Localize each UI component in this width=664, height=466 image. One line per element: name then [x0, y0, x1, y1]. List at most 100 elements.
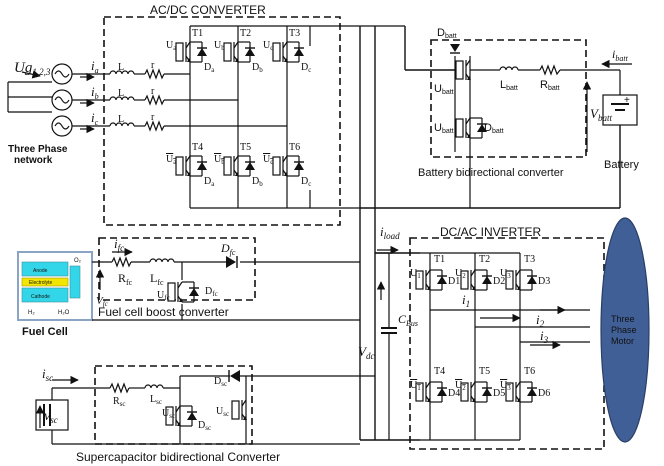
fc-resistor: [111, 256, 132, 268]
sc-right-switch-label: Usc: [216, 406, 229, 418]
battery-resistor-label: Rbatt: [540, 79, 560, 92]
acdc-switch-label-T6: T6: [289, 142, 300, 153]
inverter-gate-upper-3: U3: [500, 268, 511, 280]
battery-converter-block-outline: [430, 39, 587, 158]
grid-source-b: [51, 89, 73, 111]
fuel-cell-outlet-h2o: H₂O: [58, 310, 70, 316]
acdc-switch-T3: [272, 41, 304, 63]
inductor-label-b: L: [118, 88, 124, 99]
sc-inductor: [144, 384, 164, 389]
battery-inductor: [499, 66, 519, 71]
acdc-switch-label-T3: T3: [289, 28, 300, 39]
acdc-diode-T3: Dc: [301, 62, 311, 74]
supercapacitor: [35, 399, 69, 431]
battery-inductor-label: Lbatt: [500, 79, 518, 92]
acdc-gate-T6: Uc: [263, 154, 273, 166]
sc-top-diode: [228, 370, 240, 382]
fuel-cell-inlet-h2: H₂: [28, 310, 35, 316]
dc-bus-capacitor: [375, 252, 397, 440]
grid-source-c: [51, 115, 73, 137]
inverter-current-2: i2: [536, 312, 545, 329]
acdc-gate-T5: Ub: [214, 154, 225, 166]
sc-left-switch: [165, 405, 197, 427]
dc-voltage-label: Vdc: [358, 344, 374, 361]
acdc-switch-label-T4: T4: [192, 142, 203, 153]
inverter-gate-lower-2: U2: [455, 380, 466, 392]
acdc-gate-T3: Uc: [263, 40, 273, 52]
three-phase-network-label-2: network: [14, 155, 53, 166]
battery-cell: +: [602, 94, 638, 126]
inverter-gate-lower-3: U3: [500, 380, 511, 392]
svg-text:+: +: [624, 95, 630, 106]
motor-label-2: Phase: [611, 325, 637, 335]
current-ib: ib: [91, 84, 99, 101]
current-ic: ic: [91, 110, 99, 127]
resistor-ra: [144, 68, 165, 80]
inverter-switch-T2: [460, 269, 492, 291]
inverter-current-3: i3: [540, 328, 549, 345]
acdc-diode-T4: Da: [204, 176, 215, 188]
acdc-gate-T2: Ub: [214, 40, 225, 52]
sc-voltage-label: vsc: [44, 409, 58, 425]
fc-voltage-label: Vfc: [96, 295, 109, 308]
battery-voltage-label: Vbatt: [590, 106, 612, 123]
battery-title: Battery: [604, 159, 639, 171]
motor-label-3: Motor: [611, 336, 634, 346]
inverter-gate-lower-1: U1: [410, 380, 421, 392]
battery-diode-bottom: Dbatt: [484, 122, 504, 135]
fuel-cell-graphic: Anode Electrolyte Cathode H₂ H₂O O₂: [17, 251, 93, 321]
current-ia: ia: [91, 58, 99, 75]
inductor-label-c: L: [118, 114, 124, 125]
three-phase-motor: [600, 217, 650, 443]
battery-switch-bottom: Ubatt: [434, 122, 454, 135]
inverter-diode-upper-3: D3: [538, 276, 550, 287]
inverter-switch-T6: [505, 381, 537, 403]
fuel-cell-inlet-o2: O₂: [74, 258, 82, 264]
acdc-switch-T5: [223, 155, 255, 177]
inverter-current-1: i1: [462, 292, 470, 309]
battery-switch-group: [450, 44, 487, 139]
dcac-inverter-title: DC/AC INVERTER: [440, 225, 541, 239]
resistor-label-a: r: [151, 60, 155, 71]
acdc-switch-T2: [223, 41, 255, 63]
sc-current-label: isc: [42, 366, 53, 383]
inverter-diode-upper-2: D2: [493, 276, 505, 287]
inductor-lc: [109, 122, 135, 127]
fc-switch-group: [167, 281, 199, 303]
bus-capacitor-label: CBus: [398, 312, 418, 328]
inverter-label-upper-1: T1: [434, 254, 445, 265]
acdc-diode-T2: Db: [252, 62, 263, 74]
fuel-cell-layer-anode: Anode: [33, 268, 48, 274]
sc-left-switch-label: Usc: [162, 408, 175, 420]
acdc-diode-T1: Da: [204, 62, 215, 74]
sc-right-switch: [231, 399, 247, 421]
inverter-label-upper-2: T2: [479, 254, 490, 265]
inverter-diode-lower-3: D6: [538, 388, 550, 399]
motor-label-1: Three: [611, 314, 635, 324]
acdc-switch-T1: [175, 41, 207, 63]
inductor-lb: [109, 96, 135, 101]
battery-diode-top: Dbatt: [437, 27, 457, 40]
inverter-label-lower-3: T6: [524, 366, 535, 377]
inductor-la: [109, 70, 135, 75]
fuelcell-boost-title: Fuel cell boost converter: [98, 305, 229, 319]
acdc-switch-label-T2: T2: [240, 28, 251, 39]
inverter-gate-upper-2: U2: [455, 268, 466, 280]
inverter-diode-upper-1: D1: [448, 276, 460, 287]
inverter-switch-T4: [415, 381, 447, 403]
fc-current-label: ifc: [114, 236, 124, 253]
inverter-diode-lower-2: D5: [493, 388, 505, 399]
fc-inductor: [149, 258, 175, 263]
battery-switch-top: Ubatt: [434, 83, 454, 96]
sc-switch-group: [165, 399, 247, 427]
fc-switch-diode-label: Dfc: [205, 286, 218, 298]
inductor-label-a: L: [118, 62, 124, 73]
fuel-cell-layer-cathode: Cathode: [31, 294, 50, 300]
acdc-gate-T4: Ua: [166, 154, 177, 166]
sc-resistor: [109, 382, 130, 394]
battery-current-label: ibatt: [612, 47, 629, 63]
inverter-label-lower-1: T4: [434, 366, 445, 377]
